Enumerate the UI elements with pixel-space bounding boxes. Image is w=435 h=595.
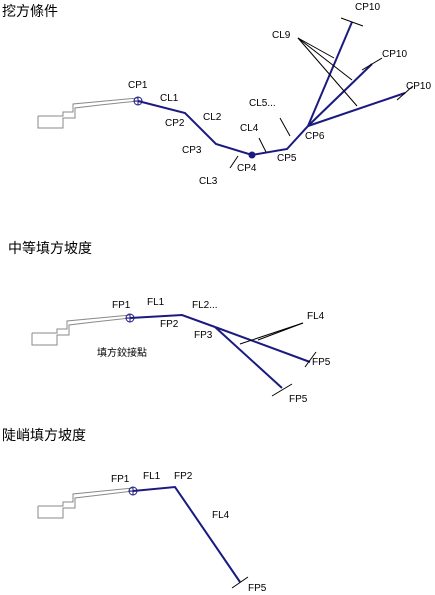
- label-cp4: CP4: [237, 163, 257, 174]
- cp10-tick-3: [396, 85, 414, 101]
- label-fl4-steep: FL4: [212, 510, 230, 521]
- cl5-leader: [279, 117, 291, 137]
- label-fp3: FP3: [194, 330, 213, 341]
- label-cl3: CL3: [199, 176, 218, 187]
- fl4-leader-2: [257, 322, 304, 341]
- label-fl1-steep: FL1: [143, 471, 161, 482]
- fill-medium-section: 中等填方坡度 FP1 FL1 FP2 FL2... FP3 FL4 FP5 FP…: [8, 240, 331, 405]
- fill-medium-branch-2: [214, 326, 283, 389]
- fill-medium-road-template: [31, 314, 131, 346]
- fill-hinge-note: 填方鉸接點: [97, 346, 147, 359]
- fp5-tick-a: [304, 351, 317, 368]
- fp5-tick-b: [271, 383, 293, 397]
- label-fp1-steep: FP1: [111, 474, 130, 485]
- label-cp10-b: CP10: [382, 49, 407, 60]
- cut-section-title: 挖方條件: [2, 4, 58, 20]
- label-cp1: CP1: [128, 80, 148, 91]
- label-fp5-a: FP5: [312, 357, 331, 368]
- fill-steep-slope-line: [132, 485, 241, 583]
- cl9-leader-1: [297, 37, 335, 59]
- label-cp10-a: CP10: [355, 2, 380, 13]
- fill-medium-slope-line: [129, 313, 216, 328]
- cut-branch-2: [307, 63, 373, 127]
- cut-slope-line: [137, 100, 309, 157]
- cut-branch-3: [307, 92, 406, 127]
- fill-steep-title: 陡峭填方坡度: [2, 428, 86, 444]
- fill-medium-branch-1: [214, 326, 311, 363]
- cut-section: 挖方條件 CP1 CL1 CP2 CL2 CP3 CL3 CP4: [2, 2, 431, 187]
- cut-branch-1: [307, 21, 353, 127]
- fp5-tick: [231, 576, 249, 589]
- label-fp2-steep: FP2: [174, 471, 193, 482]
- label-fl1: FL1: [147, 297, 165, 308]
- label-fp5-steep: FP5: [248, 583, 267, 594]
- cl4-leader: [258, 137, 267, 153]
- label-cl2: CL2: [203, 112, 222, 123]
- label-cl5: CL5...: [249, 98, 276, 109]
- label-cp10-c: CP10: [406, 81, 431, 92]
- label-fl2: FL2...: [192, 300, 218, 311]
- cp10-tick-2: [361, 57, 383, 71]
- cl9-leader-3: [297, 37, 358, 107]
- cp4-marker: [248, 151, 256, 159]
- label-cp2: CP2: [165, 118, 185, 129]
- fill-medium-title: 中等填方坡度: [8, 240, 92, 257]
- label-cl1: CL1: [160, 93, 179, 104]
- cut-road-template: [37, 97, 139, 129]
- label-cl9: CL9: [272, 30, 291, 41]
- cl3-leader: [229, 155, 239, 169]
- label-fp2: FP2: [160, 319, 179, 330]
- label-fp1: FP1: [112, 300, 131, 311]
- cp10-tick-1: [340, 17, 364, 27]
- label-fp5-b: FP5: [289, 394, 308, 405]
- cl9-leader-2: [297, 37, 353, 81]
- label-cp6: CP6: [305, 131, 325, 142]
- fill-steep-road-template: [37, 487, 134, 519]
- label-fl4: FL4: [307, 311, 325, 322]
- label-cl4: CL4: [240, 123, 259, 134]
- label-cp3: CP3: [182, 145, 202, 156]
- fill-steep-section: 陡峭填方坡度 FP1 FL1 FP2 FL4 FP5: [2, 428, 267, 594]
- label-cp5: CP5: [277, 153, 297, 164]
